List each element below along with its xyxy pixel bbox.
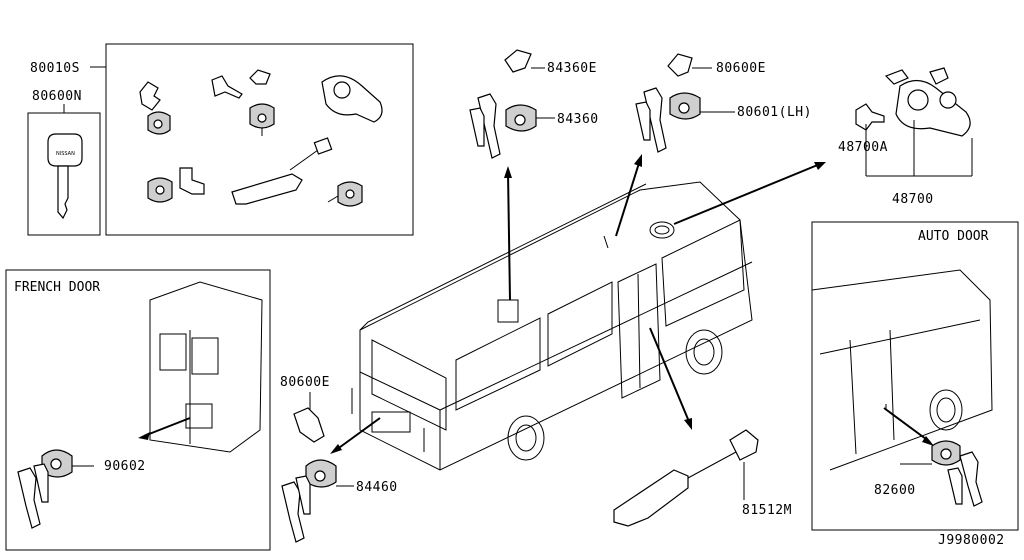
auto-door-box: AUTO DOOR 82600 (811, 221, 1019, 531)
diagram-code: J9980002 (938, 533, 1005, 548)
label-90602: 90602 (104, 459, 146, 474)
label-48700a: 48700A (838, 140, 888, 155)
label-80010s: 80010S (30, 61, 80, 76)
label-84360e: 84360E (547, 61, 597, 76)
part-80601-assembly: 80600E 80601(LH) (635, 53, 812, 153)
bus-illustration (351, 181, 753, 471)
part-48700-assembly: 48700A 48700 (838, 67, 973, 207)
key-box: 80600N NISSAN (27, 89, 101, 236)
french-door-title: FRENCH DOOR (14, 280, 100, 295)
kit-part-ignition (321, 75, 383, 123)
kit-part-cylinder-3 (147, 177, 173, 203)
kit-part-cylinder-2 (249, 103, 275, 136)
kit-part-cylinder-4 (327, 181, 363, 207)
label-48700: 48700 (892, 192, 934, 207)
nissan-key: NISSAN (47, 133, 83, 220)
label-80601lh: 80601(LH) (737, 105, 812, 120)
key-logo: NISSAN (56, 151, 75, 157)
part-84460-assembly: 80600E 84460 (280, 375, 398, 543)
kit-part-handle-cable (231, 137, 333, 205)
part-81512m-handle: 81512M (613, 429, 792, 527)
label-80600e-top: 80600E (716, 61, 766, 76)
kit-part-clip-2 (249, 69, 271, 85)
kit-part-key-blank (211, 75, 243, 99)
label-80600n: 80600N (32, 89, 82, 104)
label-84460: 84460 (356, 480, 398, 495)
kit-part-retainer (179, 167, 205, 195)
french-door-box: FRENCH DOOR 90602 (5, 269, 271, 551)
label-82600: 82600 (874, 483, 916, 498)
label-84360: 84360 (557, 112, 599, 127)
lock-kit-box: 80010S (30, 43, 414, 236)
pointer-arrows (330, 154, 826, 454)
auto-door-title: AUTO DOOR (918, 229, 989, 244)
kit-part-clip-1 (139, 81, 161, 111)
kit-part-cylinder-1 (147, 111, 171, 135)
label-81512m: 81512M (742, 503, 792, 518)
label-80600e-mid: 80600E (280, 375, 330, 390)
part-84360-assembly: 84360E 84360 (469, 49, 599, 159)
